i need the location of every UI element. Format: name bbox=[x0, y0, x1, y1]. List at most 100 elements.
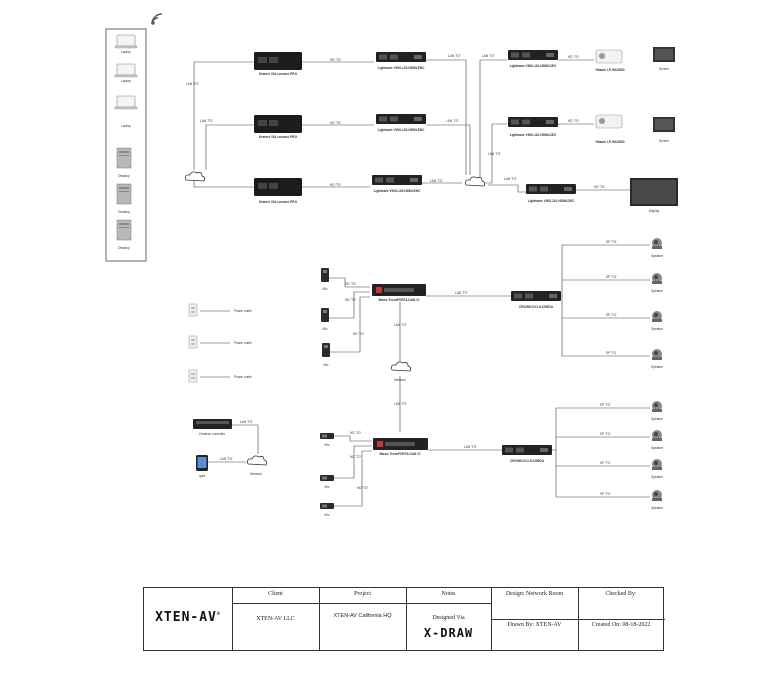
bottom-link-labels: HD 'TO' HD 'TO' HD 'TO' LAN 'TO' LAN 'TO… bbox=[220, 240, 617, 496]
encoder-1-label: Lightware VINX-120-HDMI-ENC bbox=[378, 66, 425, 70]
link-label: LAN 'TO' bbox=[448, 54, 461, 58]
encoder-3-label: Lightware VINX-120-HDMI-ENC bbox=[374, 189, 421, 193]
power-outlet-1: Power outlet bbox=[188, 303, 252, 317]
speaker-label: Speaker bbox=[651, 327, 664, 331]
speaker-a-4: Speaker bbox=[651, 349, 664, 369]
speaker-label: Speaker bbox=[651, 289, 664, 293]
kramer-3: Kramer VIA connect PRO bbox=[254, 178, 302, 204]
link-label: LAN 'TO' bbox=[240, 420, 253, 424]
decoder-2-label: Lightware VINX-110-HDMI-DEC bbox=[510, 133, 557, 137]
client-value: XTEN-AV LLC bbox=[256, 616, 295, 622]
kramer-1: Kramer VIA connect PRO bbox=[254, 52, 302, 76]
link-label: HD 'TO' bbox=[330, 183, 341, 187]
link-label: LAN 'TO' bbox=[394, 323, 407, 327]
logo-text: XTEN-AV bbox=[155, 610, 217, 625]
notes-header: Notes bbox=[441, 591, 456, 597]
mic-a-3: Mic bbox=[322, 343, 330, 367]
link-label: SP 'TO' bbox=[600, 492, 611, 496]
barco-b-label: Barco TecraPORTA DAN CI bbox=[380, 452, 421, 456]
speaker-label: Speaker bbox=[651, 365, 664, 369]
link-label: SP 'TO' bbox=[606, 275, 617, 279]
title-block: XTEN-AV® Client XTEN-AV LLC Project XTEN… bbox=[143, 587, 665, 651]
speaker-label: Speaker bbox=[651, 506, 664, 510]
network-cloud-icon bbox=[247, 455, 268, 466]
link-label: LAN 'TO' bbox=[186, 82, 199, 86]
desktop-3: Desktop bbox=[116, 219, 132, 250]
divider bbox=[491, 619, 665, 620]
mic-b-1: Mic bbox=[320, 433, 334, 447]
laptop-1-label: Laptop bbox=[121, 50, 131, 54]
desktop-3-label: Desktop bbox=[118, 246, 130, 250]
kramer-2: Kramer VIA connect PRO bbox=[254, 115, 302, 139]
link-label: LAN 'TO' bbox=[504, 177, 517, 181]
controller-label: Crestron controller bbox=[199, 432, 226, 436]
divider bbox=[232, 603, 491, 604]
speaker-label: Speaker bbox=[651, 417, 664, 421]
link-label: HD 'TO' bbox=[353, 332, 364, 336]
projector-2: Hitachi LP-WU3500 bbox=[595, 114, 625, 144]
mic-a-2: Mic bbox=[321, 308, 329, 331]
link-label: HD 'TO' bbox=[594, 185, 605, 189]
desktop-1-label: Desktop bbox=[118, 174, 130, 178]
screen-2: Screen bbox=[653, 117, 675, 143]
link-label: LAN 'TO' bbox=[394, 402, 407, 406]
desktop-2-label: Desktop bbox=[118, 210, 130, 214]
design-value: Design: Network Room bbox=[505, 591, 564, 597]
link-label: HD 'TO' bbox=[345, 282, 356, 286]
encoder-2-label: Lightware VINX-120-HDMI-ENC bbox=[378, 128, 425, 132]
laptop-2-label: Laptop bbox=[121, 79, 131, 83]
power-label: Power outlet bbox=[234, 375, 252, 379]
encoder-3: Lightware VINX-120-HDMI-ENC bbox=[372, 175, 422, 193]
audio-b-wiring bbox=[334, 407, 650, 507]
decoder-2: Lightware VINX-110-HDMI-DEC bbox=[508, 117, 558, 137]
crown-b-label: CROWN DCi 4/1250DA bbox=[510, 459, 545, 463]
drawn-by: Drawn By: XTEN-AV bbox=[507, 622, 562, 628]
project-value: XTEN-AV California HQ bbox=[333, 613, 392, 619]
network-cloud-icon bbox=[391, 361, 412, 372]
speaker-a-2: Speaker bbox=[651, 273, 664, 293]
link-label: LAN 'TO' bbox=[455, 291, 468, 295]
projector-2-label: Hitachi LP-WU3500 bbox=[595, 140, 624, 144]
crown-a-label: CROWN DCi 4/1250DA bbox=[519, 305, 554, 309]
link-label: SP 'TO' bbox=[606, 351, 617, 355]
link-label: SP 'TO' bbox=[600, 432, 611, 436]
link-label: SP 'TO' bbox=[606, 313, 617, 317]
speaker-b-1: Speaker bbox=[651, 401, 664, 421]
link-label: SP 'TO' bbox=[606, 240, 617, 244]
mic-label: Mic bbox=[323, 287, 328, 291]
designed-via: Designed Via bbox=[432, 615, 465, 621]
network-cloud-icon bbox=[185, 171, 206, 182]
link-label: HD 'TO' bbox=[330, 121, 341, 125]
laptop-3: Laptop bbox=[114, 95, 138, 128]
speaker-b-2: Speaker bbox=[651, 430, 664, 450]
mic-b-3: Mic bbox=[320, 503, 334, 517]
link-label: HD 'TO' bbox=[330, 58, 341, 62]
link-label: LAN 'TO' bbox=[482, 54, 495, 58]
laptop-1: Laptop bbox=[114, 34, 138, 54]
speaker-a-1: Speaker bbox=[651, 238, 664, 258]
desktop-1: Desktop bbox=[116, 147, 132, 178]
checked-by: Checked By: bbox=[605, 591, 637, 597]
laptop-3-label: Laptop bbox=[121, 124, 131, 128]
mic-b-2: Mic bbox=[320, 475, 334, 489]
crown-b: CROWN DCi 4/1250DA bbox=[502, 445, 552, 463]
decoder-3-label: Lightware VINX-110-HDMI-DEC bbox=[528, 199, 575, 203]
mic-label: Mic bbox=[324, 363, 329, 367]
crown-a: CROWN DCi 4/1250DA bbox=[511, 291, 561, 309]
speaker-b-4: Speaker bbox=[651, 490, 664, 510]
link-label: HD 'TO' bbox=[357, 486, 368, 490]
screen-1: Screen bbox=[653, 47, 675, 71]
link-label: SP 'TO' bbox=[600, 403, 611, 407]
encoder-1: Lightware VINX-120-HDMI-ENC bbox=[376, 52, 426, 70]
speaker-label: Speaker bbox=[651, 254, 664, 258]
link-label: SP 'TO' bbox=[600, 461, 611, 465]
decoder-1-label: Lightware VINX-110-HDMI-DEC bbox=[510, 64, 557, 68]
audio-a-wiring bbox=[200, 244, 650, 463]
display-1: Display bbox=[630, 178, 678, 213]
link-label: LAN 'TO' bbox=[464, 445, 477, 449]
ipad-label: Ipad bbox=[199, 474, 205, 478]
created-on: Created On: 08-18-2022 bbox=[591, 622, 651, 628]
kramer-2-label: Kramer VIA connect PRO bbox=[259, 135, 298, 139]
top-system-wiring bbox=[193, 59, 630, 193]
